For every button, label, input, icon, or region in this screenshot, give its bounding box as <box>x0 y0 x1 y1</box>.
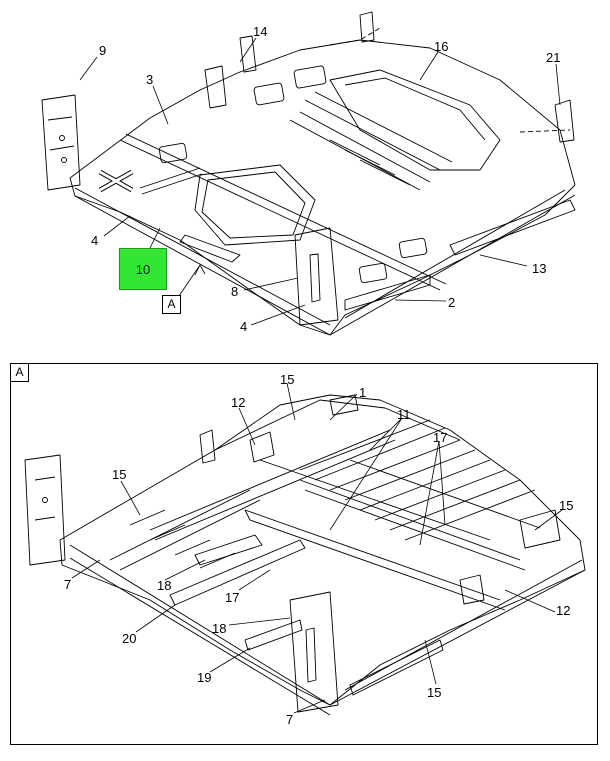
callout-17-bottom[interactable]: 17 <box>225 590 240 605</box>
callout-2[interactable]: 2 <box>448 295 456 310</box>
callout-7-left[interactable]: 7 <box>64 577 72 592</box>
floor-pan-assembly <box>41 11 576 336</box>
callout-16[interactable]: 16 <box>434 39 449 54</box>
view-a-marker[interactable]: A <box>162 295 181 314</box>
callout-17-top[interactable]: 17 <box>433 430 448 445</box>
callout-7-bottom[interactable]: 7 <box>286 712 294 727</box>
callout-13[interactable]: 13 <box>532 261 547 276</box>
callout-4-left[interactable]: 4 <box>91 233 99 248</box>
frame-detail <box>24 394 586 716</box>
callout-14[interactable]: 14 <box>253 24 268 39</box>
callout-12-right[interactable]: 12 <box>556 603 571 618</box>
top-leaders <box>79 37 561 326</box>
callout-1[interactable]: 1 <box>359 385 367 400</box>
callout-4-bottom[interactable]: 4 <box>240 319 248 334</box>
detail-view-frame <box>10 363 598 745</box>
detail-view-tag: A <box>10 363 29 382</box>
callout-12-top[interactable]: 12 <box>231 395 246 410</box>
callout-8[interactable]: 8 <box>231 284 239 299</box>
callout-11[interactable]: 11 <box>397 407 411 422</box>
callout-20[interactable]: 20 <box>122 631 137 646</box>
callout-18-left[interactable]: 18 <box>157 578 172 593</box>
callout-21[interactable]: 21 <box>546 50 561 65</box>
callout-15-left[interactable]: 15 <box>112 467 127 482</box>
detail-leaders <box>71 382 563 714</box>
callout-3[interactable]: 3 <box>146 72 154 87</box>
callout-18-center[interactable]: 18 <box>212 621 227 636</box>
callout-9[interactable]: 9 <box>99 43 107 58</box>
callout-15-top[interactable]: 15 <box>280 372 295 387</box>
callout-15-bottom[interactable]: 15 <box>427 685 442 700</box>
callout-19[interactable]: 19 <box>197 670 212 685</box>
highlighted-part-callout[interactable]: 10 <box>119 248 167 290</box>
callout-label: 10 <box>135 261 151 277</box>
callout-15-right[interactable]: 15 <box>559 498 574 513</box>
